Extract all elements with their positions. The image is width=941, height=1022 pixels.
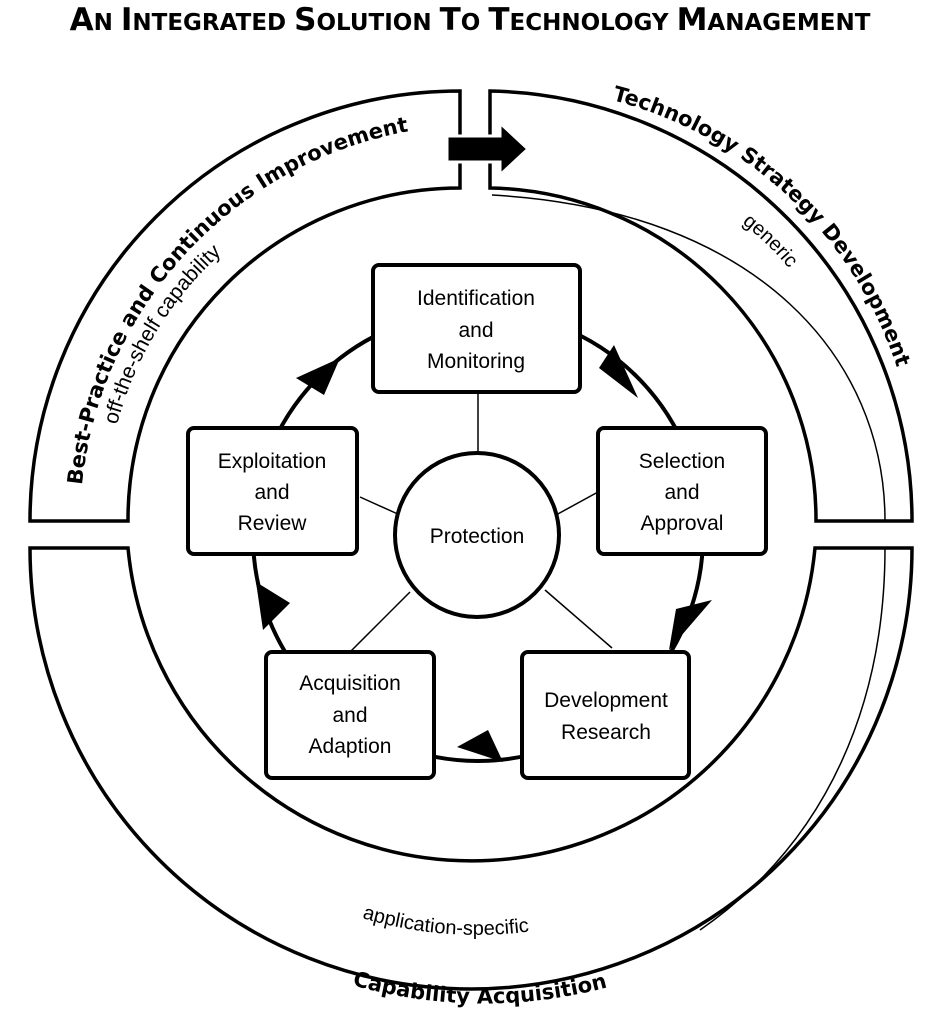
transition-arrow	[445, 119, 531, 179]
generic-connector-line-lower	[699, 547, 886, 931]
node-development-research	[520, 650, 691, 780]
node-selection-approval	[596, 426, 768, 556]
node-label-line: Adaption	[309, 735, 392, 758]
node-label-line: and	[458, 319, 493, 342]
node-identification-monitoring	[371, 263, 582, 394]
node-label-line: Acquisition	[299, 672, 401, 695]
spoke-line	[349, 591, 411, 653]
node-label-line: and	[332, 704, 367, 727]
node-label-line: Research	[561, 721, 651, 744]
spoke-line	[359, 496, 401, 516]
protection-circle	[393, 451, 561, 619]
node-label-line: Exploitation	[218, 450, 327, 473]
node-label-line: Identification	[417, 287, 535, 310]
node-acquisition-adaption	[264, 650, 436, 780]
spoke-line	[555, 491, 599, 516]
node-exploitation-review	[186, 426, 359, 556]
capability-acquisition-band	[28, 546, 914, 991]
cycle-arrowhead-2	[669, 600, 712, 650]
node-label-line: and	[664, 481, 699, 504]
diagram-title: AN INTEGRATED SOLUTION TO TECHNOLOGY MAN…	[70, 2, 871, 38]
cycle-arrowhead-3	[457, 730, 503, 762]
cycle-arrowhead-5	[296, 358, 340, 395]
node-label-line: Selection	[639, 450, 725, 473]
cycle-arrowhead-1	[599, 345, 638, 398]
best-practice-band	[28, 89, 462, 523]
node-label-line: Monitoring	[427, 350, 525, 373]
technology-strategy-band	[488, 89, 914, 523]
node-label-line: Development	[544, 689, 668, 712]
protection-label: Protection	[430, 525, 525, 548]
node-label-line: Review	[238, 512, 308, 535]
node-label-line: and	[254, 481, 289, 504]
node-label-line: Approval	[641, 512, 724, 535]
cycle-arrowhead-4	[256, 582, 290, 630]
generic-connector-line	[491, 194, 886, 522]
spoke-line	[544, 589, 613, 649]
